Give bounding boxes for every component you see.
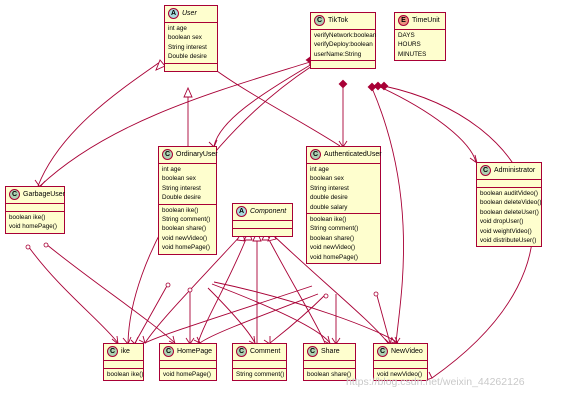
enum-value: DAYS [398, 32, 415, 39]
class-badge-icon: C [162, 149, 173, 160]
class-name: User [182, 10, 197, 17]
class-badge-icon: C [236, 346, 247, 357]
method: boolean share() [310, 234, 355, 242]
method: void homePage() [310, 253, 358, 261]
class-badge-icon: C [310, 149, 321, 160]
method: boolean ike() [162, 206, 199, 214]
class-name: AuthenticatedUser [324, 151, 382, 158]
method: boolean deleteUser() [480, 208, 539, 216]
field: Double desire [162, 194, 201, 202]
method: void distributeUser() [480, 236, 537, 244]
field: int age [162, 166, 181, 173]
class-name: NewVideo [391, 348, 423, 355]
field: double desire [310, 194, 348, 202]
enum-value: HOURS [398, 41, 421, 49]
field: String interest [168, 43, 207, 51]
class-badge-icon: C [314, 15, 325, 26]
method: boolean ike() [310, 215, 347, 223]
field: verifyNetwork:boolean [314, 32, 377, 39]
method: void newVideo() [162, 234, 208, 242]
class-badge-icon: C [307, 346, 318, 357]
class-name: TikTok [328, 17, 348, 24]
class-name: Component [250, 208, 287, 215]
class-name: TimeUnit [412, 17, 440, 24]
method: void homePage() [9, 223, 57, 231]
field: verifyDeploy:boolean [314, 41, 373, 49]
field: boolean sex [168, 34, 202, 42]
method: boolean ike() [107, 371, 144, 378]
method: boolean auditVideo() [480, 190, 539, 197]
class-name: ike [121, 348, 130, 355]
abstract-badge-icon: A [236, 206, 247, 217]
method: boolean share() [307, 371, 352, 378]
class-name: GarbageUser [23, 191, 66, 198]
enum-value: MINUTES [398, 50, 427, 58]
class-name: Comment [250, 348, 281, 355]
method: String comment() [236, 371, 285, 378]
method: void weightVideo() [480, 227, 532, 235]
field: userName:String [314, 50, 362, 58]
method: void homePage() [163, 371, 211, 378]
class-name: HomePage [177, 348, 213, 355]
class-badge-icon: C [9, 189, 20, 200]
method: void newVideo() [310, 244, 356, 252]
method: void homePage() [162, 244, 210, 252]
class-name: Administrator [494, 167, 536, 174]
field: String interest [162, 184, 201, 192]
class-name: OrdinaryUser [176, 151, 218, 158]
class-badge-icon: C [480, 165, 491, 176]
method: boolean ike() [9, 214, 46, 221]
abstract-badge-icon: A [168, 8, 179, 19]
field: String interest [310, 184, 349, 192]
watermark: https://blog.csdn.net/weixin_44262126 [346, 376, 525, 388]
field: int age [310, 166, 329, 173]
field: int age [168, 25, 187, 32]
field: boolean sex [310, 175, 344, 183]
method: String comment() [310, 225, 359, 233]
method: String comment() [162, 215, 211, 223]
method: void newVideo() [377, 371, 423, 378]
field: double salary [310, 203, 348, 211]
class-badge-icon: C [377, 346, 388, 357]
method: void dropUser() [480, 218, 524, 226]
enum-badge-icon: E [398, 15, 409, 26]
method: boolean share() [162, 225, 207, 233]
class-badge-icon: C [163, 346, 174, 357]
class-name: Share [321, 348, 340, 355]
method: boolean deleteVideo() [480, 199, 542, 207]
field: Double desire [168, 53, 207, 61]
class-badge-icon: C [107, 346, 118, 357]
field: boolean sex [162, 175, 196, 183]
